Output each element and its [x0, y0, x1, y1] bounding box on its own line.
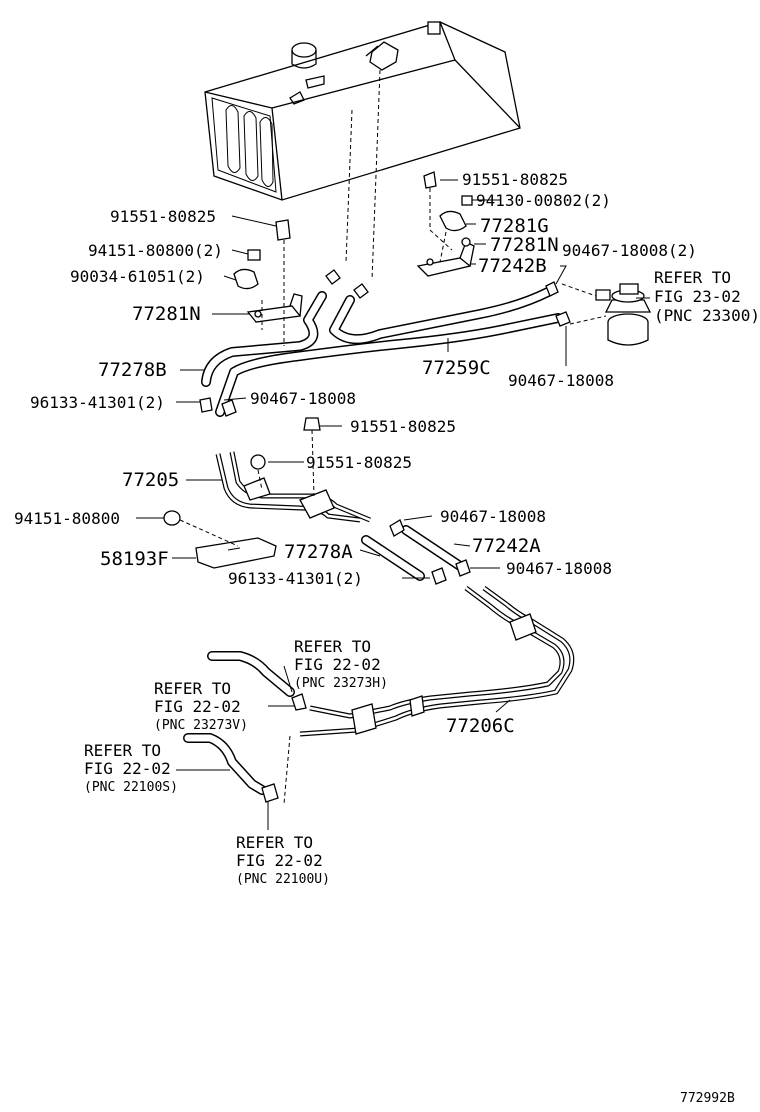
bolt-mid [250, 417, 321, 497]
label-91551-80825-c: 91551-80825 [350, 417, 456, 436]
clamps-mid [389, 519, 471, 585]
bracket-right [416, 171, 475, 277]
label-58193F: 58193F [100, 548, 169, 570]
ref-fig2302-line3: (PNC 23300) [654, 306, 760, 325]
ref-fig2202-h-line2: FIG 22-02 [294, 655, 381, 674]
ref-fig2302-line1: REFER TO [654, 268, 731, 287]
bracket-left [233, 219, 303, 346]
ref-fig2202-u-line3: (PNC 22100U) [236, 872, 330, 887]
label-90467-18008-c: 90467-18008 [508, 371, 614, 390]
label-77242A: 77242A [472, 535, 541, 557]
pipe-77206C [299, 585, 575, 737]
hose-ref-23273H [207, 651, 307, 711]
label-90467-18008-d: 90467-18008 [250, 389, 356, 408]
hose-ref-22100S [183, 733, 291, 805]
clamp-set-upper [199, 269, 571, 417]
ref-fig2202-s-line1: REFER TO [84, 741, 161, 760]
hose-77242A [401, 525, 465, 571]
label-77281N-left: 77281N [132, 303, 201, 325]
label-90467-18008-f: 90467-18008 [506, 559, 612, 578]
label-96133-41301-2-a: 96133-41301(2) [30, 393, 165, 412]
ref-fig2202-h-line1: REFER TO [294, 637, 371, 656]
ref-fig2202-v-line1: REFER TO [154, 679, 231, 698]
ref-fig2202-v-line3: (PNC 23273V) [154, 718, 248, 733]
label-91551-80825-a: 91551-80825 [462, 170, 568, 189]
hose-77278A [361, 535, 425, 581]
diagram-id: 772992B [680, 1091, 735, 1106]
label-77206C: 77206C [446, 715, 515, 737]
label-94130-00802-2: 94130-00802(2) [476, 191, 611, 210]
bracket-58193F [163, 510, 277, 569]
label-77281N-right: 77281N [490, 234, 559, 256]
label-91551-80825-d: 91551-80825 [306, 453, 412, 472]
ref-fig2202-u-line1: REFER TO [236, 833, 313, 852]
ref-fig2302-line2: FIG 23-02 [654, 287, 741, 306]
label-96133-41301-2-b: 96133-41301(2) [228, 569, 363, 588]
label-77278A: 77278A [284, 541, 353, 563]
label-94151-80800-2: 94151-80800(2) [88, 241, 223, 260]
hose-77278B [201, 291, 327, 387]
label-90467-18008-e: 90467-18008 [440, 507, 546, 526]
label-77242B: 77242B [478, 255, 547, 277]
label-77205: 77205 [122, 469, 179, 491]
ref-fig2202-v-line2: FIG 22-02 [154, 697, 241, 716]
ref-fig2202-u-line2: FIG 22-02 [236, 851, 323, 870]
ref-fig2202-s-line2: FIG 22-02 [84, 759, 171, 778]
leader-lines [136, 179, 650, 830]
label-77278B: 77278B [98, 359, 167, 381]
ref-fig2202-h-line3: (PNC 23273H) [294, 676, 388, 691]
label-91551-80825-b: 91551-80825 [110, 207, 216, 226]
label-77259C: 77259C [422, 357, 491, 379]
label-94151-80800: 94151-80800 [14, 509, 120, 528]
part-labels: 91551-80825 94130-00802(2) 77281G 77281N… [14, 170, 697, 737]
pipe-77205 [215, 451, 371, 523]
pipe-77259C [215, 287, 563, 417]
fuel-filter [561, 283, 652, 346]
ref-fig2202-s-line3: (PNC 22100S) [84, 780, 178, 795]
fuel-tank [204, 21, 521, 281]
reference-labels: REFER TO FIG 23-02 (PNC 23300) REFER TO … [84, 268, 760, 887]
label-77281G: 77281G [480, 215, 549, 237]
label-90467-18008-2: 90467-18008(2) [562, 241, 697, 260]
label-90034-61051-2: 90034-61051(2) [70, 267, 205, 286]
